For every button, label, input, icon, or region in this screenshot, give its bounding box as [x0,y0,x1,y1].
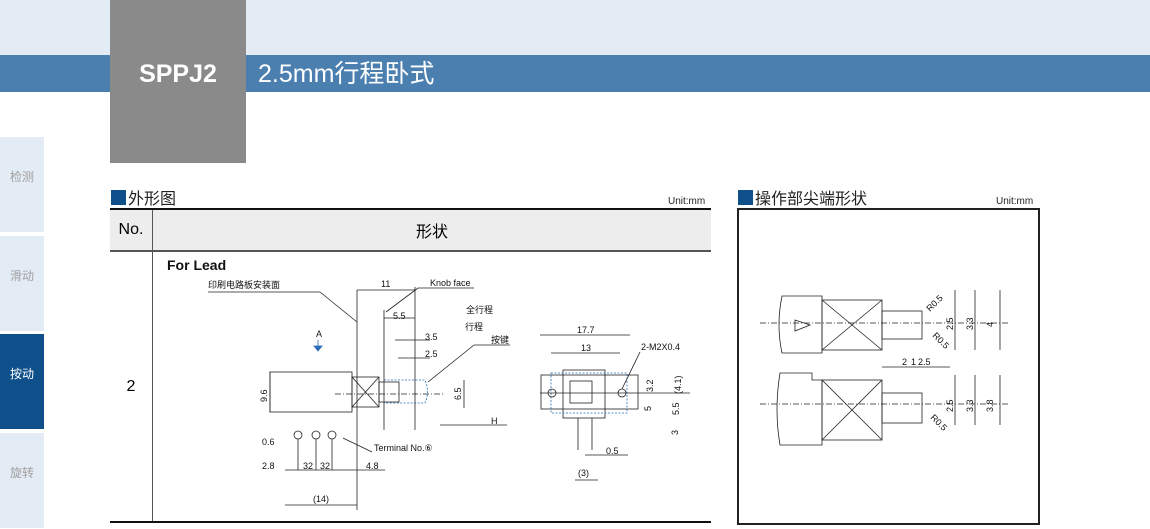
outline-heading-text: 外形图 [128,191,177,208]
sidebar-item-slide[interactable]: 滑动 [0,236,44,331]
model-badge: SPPJ2 [110,0,246,163]
table-row: 2 [110,252,711,521]
outline-heading: 外形图 [111,185,176,209]
sidebar-item-push[interactable]: 按动 [0,334,44,429]
heading-square-icon [738,189,753,205]
row-no: 2 [110,252,153,521]
outline-unit: Unit:mm [668,196,706,207]
heading-square-icon [111,189,126,205]
table-header: No. 形状 [110,210,711,252]
tip-unit: Unit:mm [996,196,1034,207]
col-shape: 形状 [415,224,448,241]
sidebar-item-detect[interactable]: 检测 [0,137,44,232]
tip-heading: 操作部尖端形状 [738,185,867,209]
tip-heading-text: 操作部尖端形状 [755,191,868,208]
sidebar-item-rotary[interactable]: 旋转 [0,433,44,528]
tip-shape-box [737,208,1040,525]
outline-table: No. 形状 2 [110,208,711,523]
page-title: 2.5mm行程卧式 [258,60,435,88]
col-no: No. [110,210,153,250]
